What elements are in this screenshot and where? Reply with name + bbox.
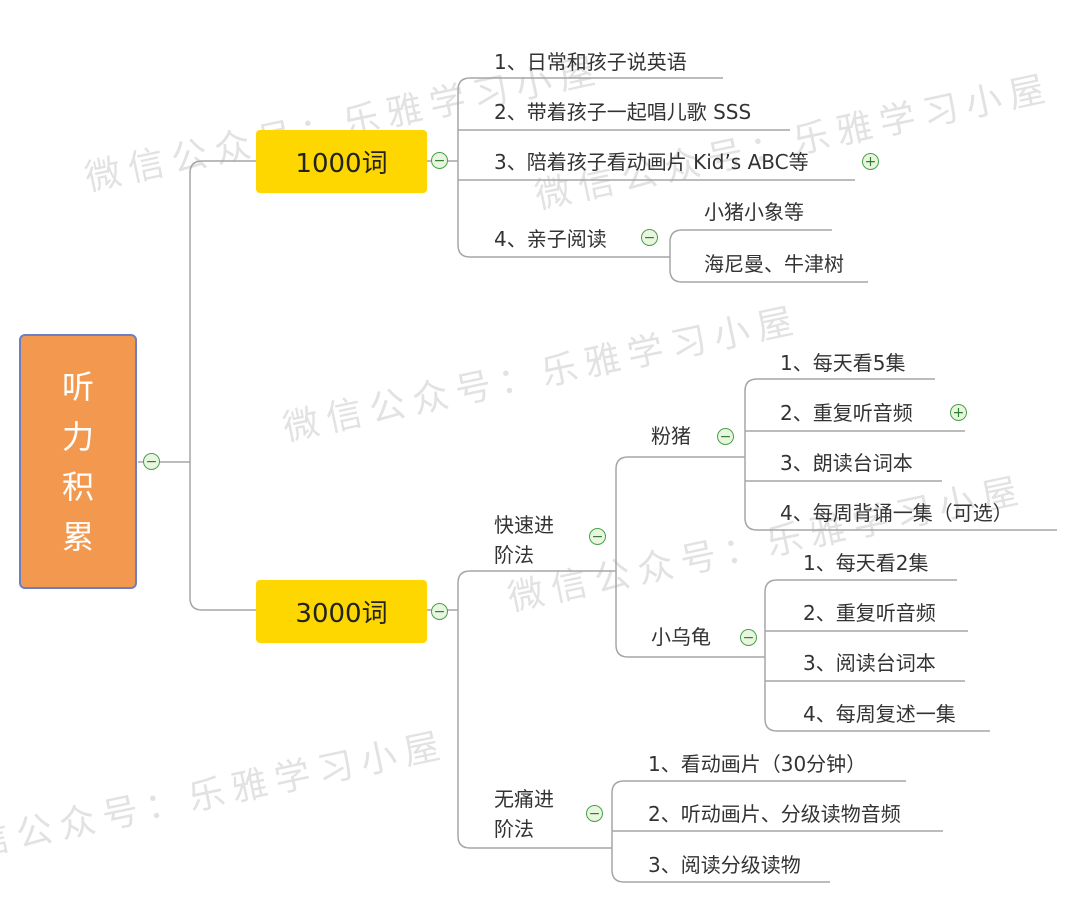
node-3000-words[interactable]: 3000词 (256, 580, 427, 643)
peppa-item[interactable]: 4、每周背诵一集（可选） (780, 501, 1013, 525)
fast-method-line2: 阶法 (494, 543, 534, 567)
peppa-item[interactable]: 2、重复听音频 (780, 401, 913, 425)
peppa-node[interactable]: 粉猪 (651, 424, 691, 448)
painless-method[interactable]: 无痛进 阶法 (494, 784, 554, 844)
reading-child-heinemann[interactable]: 海尼曼、牛津树 (704, 252, 844, 276)
peppa-item[interactable]: 3、朗读台词本 (780, 451, 913, 475)
node-3000-words-label: 3000词 (295, 599, 388, 629)
collapse-icon[interactable]: − (717, 428, 734, 445)
painless-item[interactable]: 2、听动画片、分级读物音频 (648, 802, 901, 826)
caillou-node[interactable]: 小乌龟 (651, 625, 711, 649)
reading-child-pig-elephant[interactable]: 小猪小象等 (704, 200, 804, 224)
collapse-icon[interactable]: − (641, 229, 658, 246)
collapse-icon[interactable]: − (586, 805, 603, 822)
item-parent-reading[interactable]: 4、亲子阅读 (494, 227, 607, 251)
item-sing-songs[interactable]: 2、带着孩子一起唱儿歌 SSS (494, 100, 752, 124)
peppa-item[interactable]: 1、每天看5集 (780, 351, 906, 375)
caillou-item[interactable]: 3、阅读台词本 (803, 651, 936, 675)
painless-item[interactable]: 3、阅读分级读物 (648, 853, 801, 877)
caillou-item[interactable]: 4、每周复述一集 (803, 702, 956, 726)
painless-item[interactable]: 1、看动画片（30分钟） (648, 752, 867, 776)
collapse-icon[interactable]: − (143, 453, 160, 470)
collapse-icon[interactable]: − (589, 528, 606, 545)
collapse-icon[interactable]: − (431, 152, 448, 169)
node-1000-words-label: 1000词 (295, 149, 388, 179)
caillou-item[interactable]: 1、每天看2集 (803, 551, 929, 575)
collapse-icon[interactable]: − (431, 603, 448, 620)
painless-method-line1: 无痛进 (494, 787, 554, 811)
root-label: 听力积累 (61, 367, 94, 556)
collapse-icon[interactable]: − (740, 629, 757, 646)
painless-method-line2: 阶法 (494, 817, 534, 841)
root-node[interactable]: 听力积累 (19, 334, 137, 589)
caillou-item[interactable]: 2、重复听音频 (803, 601, 936, 625)
fast-method-line1: 快速进 (494, 513, 554, 537)
fast-method[interactable]: 快速进 阶法 (494, 510, 554, 570)
item-daily-english[interactable]: 1、日常和孩子说英语 (494, 50, 687, 74)
item-watch-cartoons[interactable]: 3、陪着孩子看动画片 Kid’s ABC等 (494, 150, 809, 174)
expand-icon[interactable]: + (950, 404, 967, 421)
node-1000-words[interactable]: 1000词 (256, 130, 427, 193)
expand-icon[interactable]: + (862, 153, 879, 170)
